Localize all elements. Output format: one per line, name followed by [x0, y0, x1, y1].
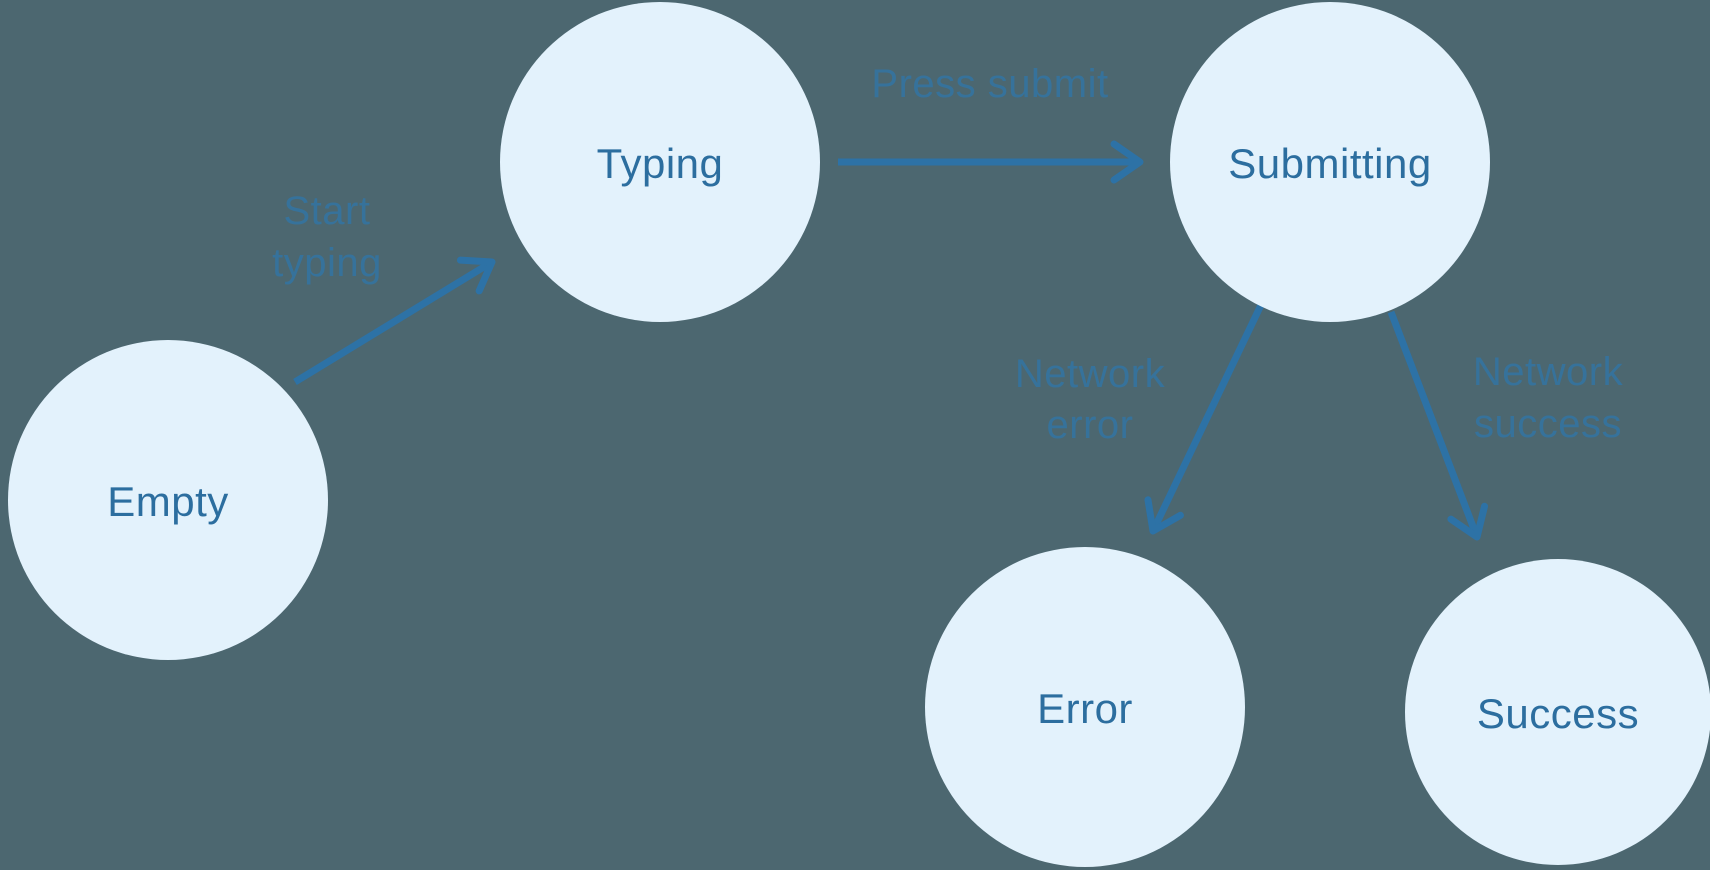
state-circle-empty — [8, 340, 328, 660]
edge-label-press-submit: Press submit — [871, 62, 1108, 106]
state-node-error: Error — [925, 547, 1245, 867]
edge-arrow-network-error — [1144, 303, 1265, 535]
state-circle-success — [1405, 559, 1710, 865]
edge-arrow-network-success — [1387, 310, 1489, 541]
edge-empty-to-typing: Start typing — [272, 189, 496, 385]
edge-label-start-typing-line1: Start — [284, 189, 371, 233]
state-label-error: Error — [1037, 685, 1133, 732]
state-label-typing: Typing — [597, 140, 724, 187]
edge-label-network-success-line2: success — [1474, 402, 1622, 446]
state-label-success: Success — [1477, 690, 1639, 737]
edge-label-start-typing-line2: typing — [272, 241, 382, 285]
state-circle-error — [925, 547, 1245, 867]
edge-label-network-error-line2: error — [1047, 403, 1134, 447]
state-circle-submitting — [1170, 2, 1490, 322]
state-node-typing: Typing — [500, 2, 820, 322]
edge-label-network-error-line1: Network — [1015, 352, 1166, 396]
edge-label-network-success-line1: Network — [1473, 350, 1624, 394]
state-node-success: Success — [1405, 559, 1710, 865]
state-circle-typing — [500, 2, 820, 322]
edge-submitting-to-success: Network success — [1387, 310, 1624, 541]
edge-submitting-to-error: Network error — [1015, 303, 1265, 535]
state-node-empty: Empty — [8, 340, 328, 660]
state-label-empty: Empty — [107, 478, 229, 525]
edge-typing-to-submitting: Press submit — [838, 62, 1144, 184]
state-node-submitting: Submitting — [1170, 2, 1490, 322]
state-label-submitting: Submitting — [1228, 140, 1431, 187]
edge-arrow-start-typing — [293, 256, 496, 385]
